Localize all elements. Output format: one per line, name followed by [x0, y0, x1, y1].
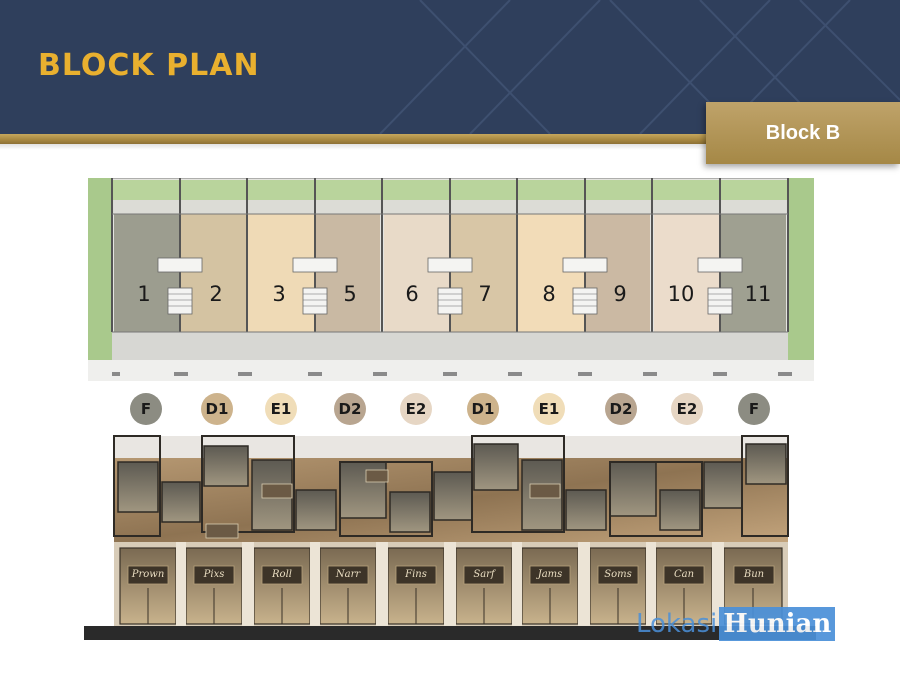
shop-sign-text: Jams	[537, 569, 563, 580]
shop-sign-text: Pixs	[203, 569, 225, 580]
unit-type-badge: E2	[400, 393, 432, 425]
unit-type-badge: D2	[605, 393, 637, 425]
watermark-logo: Lokasi Hunian	[636, 607, 836, 641]
unit-number: 11	[744, 282, 772, 306]
unit-type-badge: D1	[467, 393, 499, 425]
watermark-text-2: Hunian	[719, 607, 836, 641]
divider-shadow	[0, 144, 900, 150]
unit-type-badge: F	[130, 393, 162, 425]
block-tab: Block B	[706, 102, 900, 164]
header-banner: BLOCK PLAN	[0, 0, 900, 134]
ground-strip	[84, 626, 816, 640]
unit-type-badge: E1	[265, 393, 297, 425]
landscape-right	[788, 178, 814, 360]
front-walkway	[112, 332, 788, 360]
unit-number: 2	[209, 282, 223, 306]
page-title: BLOCK PLAN	[38, 48, 260, 83]
shop-sign-text: Narr	[335, 569, 361, 580]
unit-number: 5	[343, 282, 357, 306]
gold-divider	[0, 134, 900, 144]
unit-number: 9	[613, 282, 627, 306]
shop-sign-text: Bun	[743, 569, 765, 580]
unit-number: 6	[405, 282, 419, 306]
shop-sign-text: Can	[673, 569, 695, 580]
block-tab-label: Block B	[765, 121, 841, 144]
unit-number: 3	[272, 282, 286, 306]
unit-type-badge: E1	[533, 393, 565, 425]
unit-type-badge: F	[738, 393, 770, 425]
unit-number: 10	[667, 282, 695, 306]
shop-sign-text: Roll	[272, 569, 292, 580]
unit-number: 7	[478, 282, 492, 306]
shop-sign-text: Fins	[405, 569, 427, 580]
landscape-left	[88, 178, 112, 360]
unit-number: 1	[137, 282, 151, 306]
floor-plan	[88, 178, 814, 381]
shop-sign-text: Sarf	[473, 569, 495, 580]
front-elevation	[84, 435, 816, 640]
shop-sign-text: Prown	[131, 569, 165, 580]
unit-type-badge: E2	[671, 393, 703, 425]
unit-type-badge: D2	[334, 393, 366, 425]
watermark-text-1: Lokasi	[636, 609, 718, 639]
unit-type-badge: D1	[201, 393, 233, 425]
unit-number: 8	[542, 282, 556, 306]
shop-sign-text: Soms	[604, 569, 632, 580]
